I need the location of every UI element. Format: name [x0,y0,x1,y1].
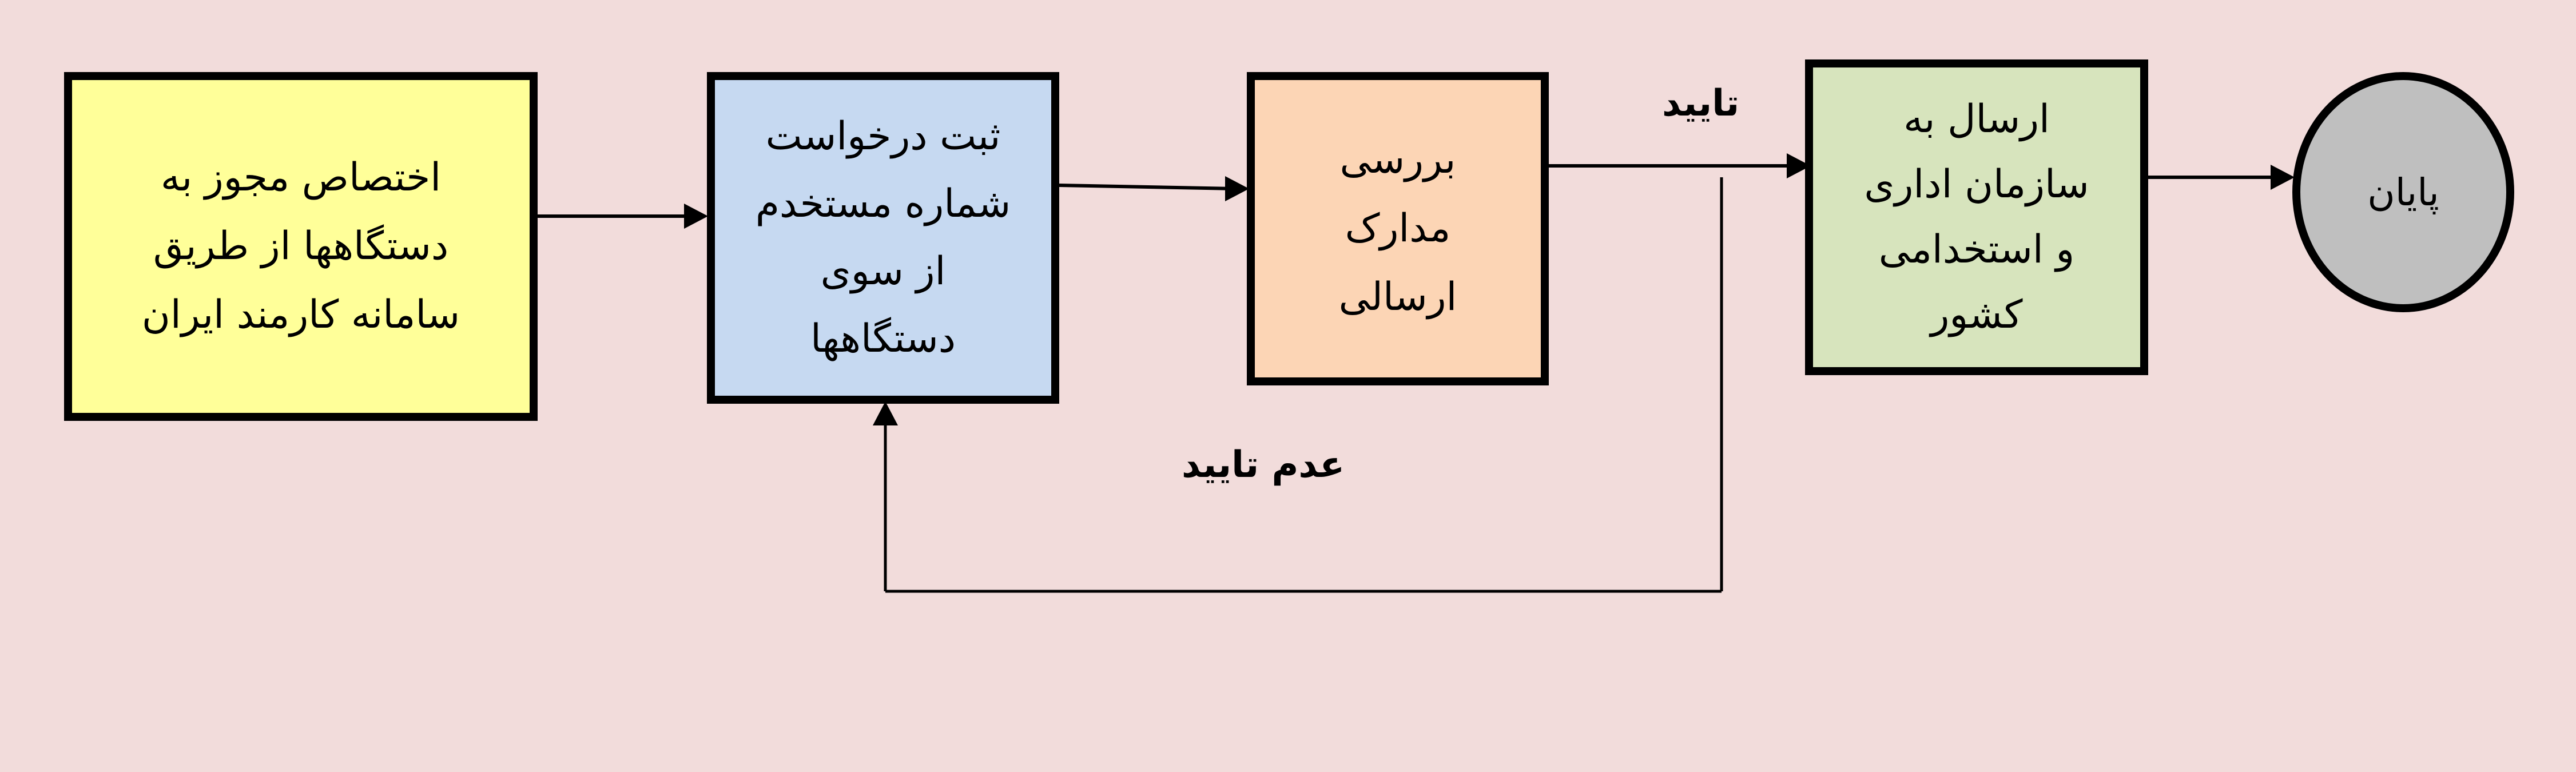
node-review-documents: بررسی مدارک ارسالی [1247,72,1549,385]
node-send-to-organization-line-1: ارسال به [1903,97,2050,142]
arrow-rejection-loop [873,177,1723,593]
edge-label-approved: تایید [1662,82,1740,125]
node-register-request-line-2: شماره مستخدم [755,181,1011,226]
node-allocate-permit-line-3: سامانه کارمند ایران [141,292,460,337]
arrow-review-to-send-approved [1549,153,1811,178]
node-register-request-line-1: ثبت درخواست [765,114,1001,159]
arrow-allocate-to-register [532,204,708,229]
node-review-documents-line-1: بررسی [1339,137,1456,182]
node-register-request: ثبت درخواست شماره مستخدم از سوی دستگاهها [707,72,1059,404]
node-review-documents-line-2: مدارک [1345,206,1451,251]
node-register-request-line-4: دستگاهها [810,316,956,361]
node-allocate-permit-line-2: دستگاهها از طریق [153,224,449,269]
arrow-send-to-end [2146,165,2295,190]
node-register-request-line-3: از سوی [820,249,946,294]
node-send-to-organization-line-4: کشور [1930,292,2023,337]
node-allocate-permit-line-1: اختصاص مجوز به [160,155,442,200]
node-end-label: پایان [2367,170,2439,214]
node-send-to-organization: ارسال به سازمان اداری و استخدامی کشور [1805,59,2148,375]
node-send-to-organization-line-2: سازمان اداری [1864,162,2089,207]
node-allocate-permit: اختصاص مجوز به دستگاهها از طریق سامانه ک… [64,72,538,421]
edge-label-not-approved: عدم تایید [1182,444,1345,486]
node-end: پایان [2292,72,2514,312]
node-review-documents-line-3: ارسالی [1338,274,1457,320]
arrow-register-to-review [1059,176,1249,201]
node-send-to-organization-line-3: و استخدامی [1878,227,2075,272]
